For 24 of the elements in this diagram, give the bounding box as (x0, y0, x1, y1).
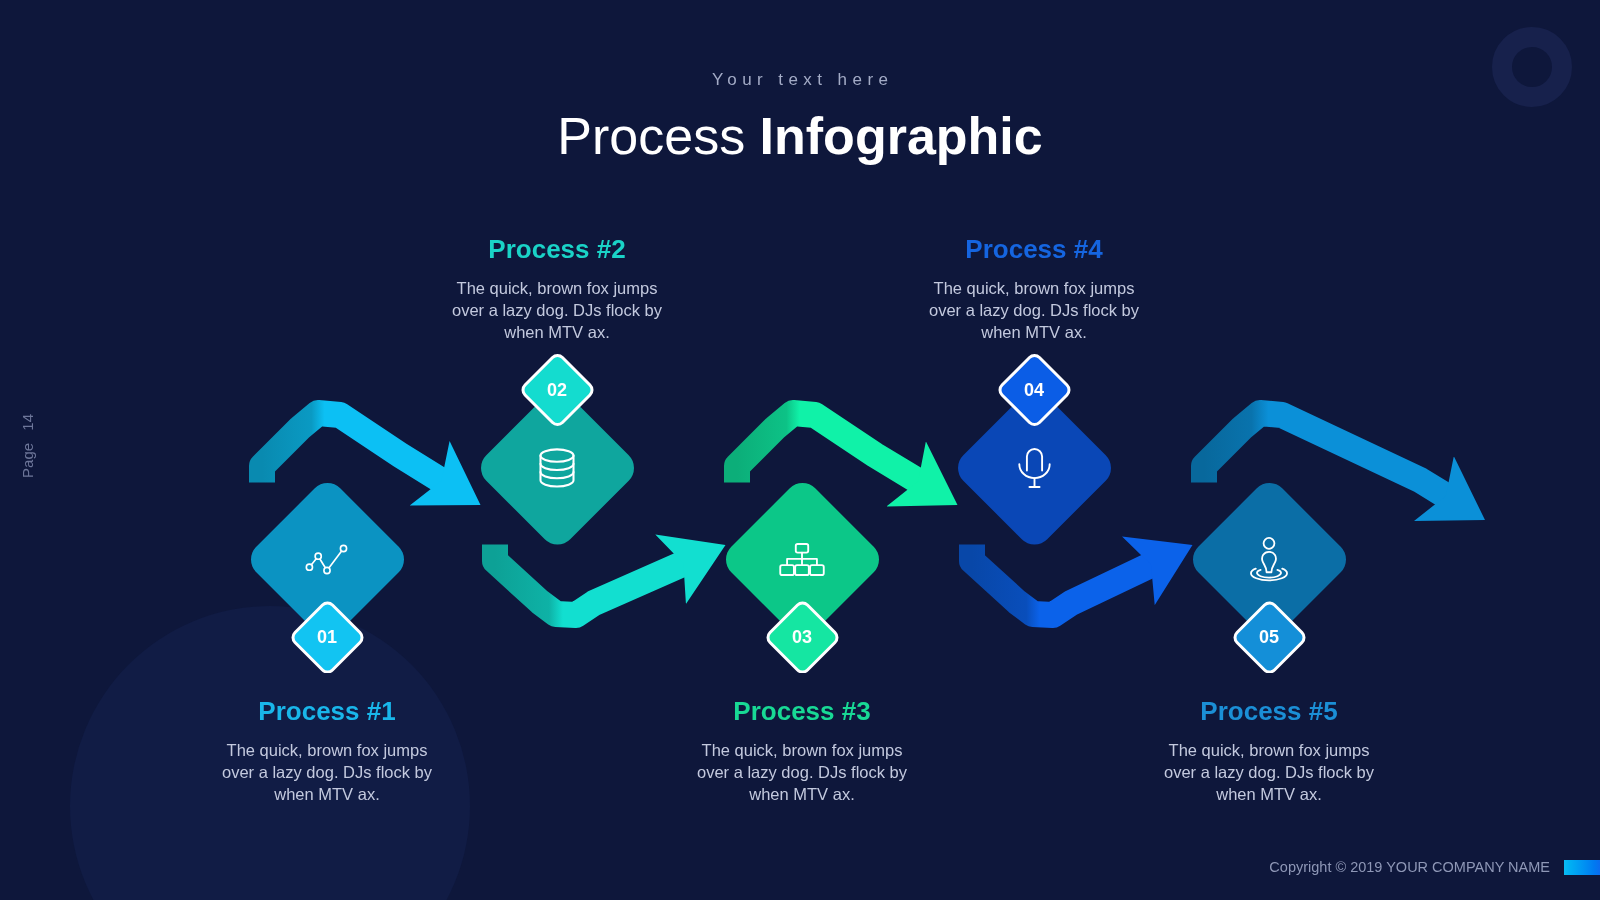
step-description: The quick, brown fox jumps over a lazy dog. DJs flock by when MTV ax. (451, 278, 663, 343)
step-description: The quick, brown fox jumps over a lazy dog. DJs flock by when MTV ax. (696, 740, 908, 805)
step-diamond (725, 482, 879, 673)
page-number: Page 14 (19, 414, 37, 478)
subtitle: Your text here (711, 69, 894, 91)
step-diamond (480, 354, 634, 545)
step-number: 05 (1259, 626, 1279, 648)
step-diamond (957, 354, 1111, 545)
copyright-text: Copyright © 2019 YOUR COMPANY NAME (1269, 858, 1550, 876)
title: Process Infographic (557, 106, 1043, 167)
step-number: 03 (792, 626, 812, 648)
step-number: 02 (547, 379, 567, 401)
step-description: The quick, brown fox jumps over a lazy dog. DJs flock by when MTV ax. (221, 740, 433, 805)
step-heading: Process #4 (965, 234, 1103, 264)
step-heading: Process #2 (488, 234, 626, 264)
step-heading: Process #1 (258, 696, 396, 726)
step-diamond (1192, 482, 1346, 673)
step-number: 04 (1024, 379, 1044, 401)
step-heading: Process #5 (1200, 696, 1338, 726)
step-description: The quick, brown fox jumps over a lazy dog. DJs flock by when MTV ax. (928, 278, 1140, 343)
step-description: The quick, brown fox jumps over a lazy dog. DJs flock by when MTV ax. (1163, 740, 1375, 805)
step-diamond (250, 482, 404, 673)
step-number: 01 (317, 626, 337, 648)
step-heading: Process #3 (733, 696, 871, 726)
